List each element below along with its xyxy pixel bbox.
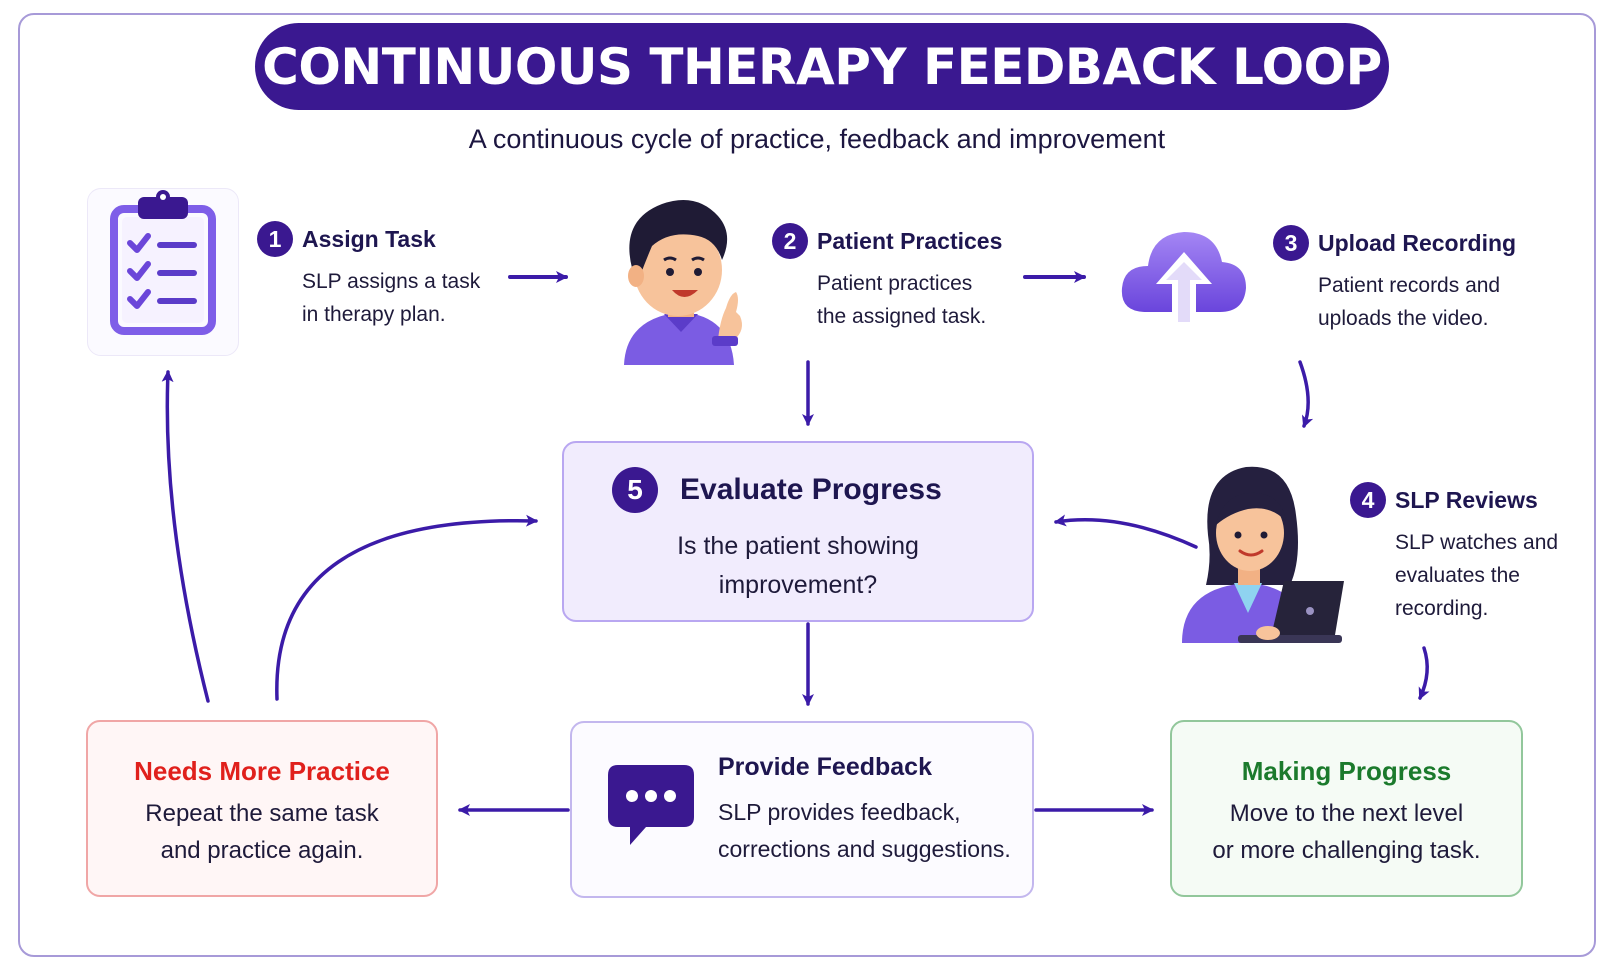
step-2: 2 Patient Practices Patient practices th… <box>772 223 1002 333</box>
arrow-review-to-evaluate <box>1054 514 1198 549</box>
step-3: 3 Upload Recording Patient records and u… <box>1273 225 1516 335</box>
needs-more-practice-box: Needs More Practice Repeat the same task… <box>86 720 438 897</box>
needs-more-practice-title: Needs More Practice <box>134 756 390 786</box>
step-title: SLP Reviews <box>1395 486 1538 513</box>
page-subtitle: A continuous cycle of practice, feedback… <box>468 124 1166 154</box>
step-desc-line: the assigned task. <box>817 305 987 328</box>
step-title: Upload Recording <box>1318 229 1517 256</box>
needs-more-practice-desc-line: and practice again. <box>160 837 364 864</box>
step-title: Evaluate Progress <box>680 473 942 506</box>
clipboard-checklist-icon <box>87 188 239 356</box>
arrow-review-to-making <box>1418 646 1430 700</box>
making-progress-desc-line: Move to the next level <box>1229 800 1464 827</box>
step-desc-line: uploads the video. <box>1318 307 1489 330</box>
provide-feedback-box: Provide Feedback SLP provides feedback, … <box>570 721 1034 898</box>
feedback-title: Provide Feedback <box>718 753 932 781</box>
step-title: Patient Practices <box>817 227 1003 254</box>
step-number-badge: 5 <box>612 467 658 513</box>
feedback-desc-line: corrections and suggestions. <box>718 836 1011 862</box>
evaluate-progress-box: 5 Evaluate Progress Is the patient showi… <box>562 441 1034 622</box>
step-desc-line: Is the patient showing <box>677 532 919 560</box>
step-number-badge: 2 <box>772 223 808 259</box>
patient-avatar <box>606 190 756 370</box>
step-number-badge: 1 <box>257 221 293 257</box>
chat-bubble-icon <box>606 763 696 849</box>
step-desc-line: improvement? <box>718 571 878 599</box>
step-desc-line: SLP assigns a task <box>302 270 481 293</box>
step-title: Assign Task <box>302 225 436 252</box>
title-banner: CONTINUOUS THERAPY FEEDBACK LOOP <box>255 23 1389 110</box>
step-desc-line: Patient records and <box>1318 274 1501 297</box>
arrow-upload-to-review <box>1298 360 1314 428</box>
making-progress-title: Making Progress <box>1241 756 1452 786</box>
page-title: CONTINUOUS THERAPY FEEDBACK LOOP <box>262 37 1382 96</box>
step-desc-line: SLP watches and <box>1395 531 1559 554</box>
feedback-desc-line: SLP provides feedback, <box>718 799 961 825</box>
step-number-badge: 3 <box>1273 225 1309 261</box>
step-number-badge: 4 <box>1350 482 1386 518</box>
step-desc-line: recording. <box>1395 597 1489 620</box>
making-progress-box: Making Progress Move to the next level o… <box>1170 720 1523 897</box>
step-1: 1 Assign Task SLP assigns a task in ther… <box>257 221 480 331</box>
arrow-needs-to-assign <box>161 370 210 703</box>
making-progress-desc-line: or more challenging task. <box>1212 837 1481 864</box>
step-desc-line: Patient practices <box>817 272 973 295</box>
diagram-frame <box>18 13 1596 957</box>
step-desc-line: in therapy plan. <box>302 303 446 326</box>
step-desc-line: evaluates the <box>1395 564 1520 587</box>
step-4: 4 SLP Reviews SLP watches and evaluates … <box>1350 482 1558 625</box>
needs-more-practice-desc-line: Repeat the same task <box>145 800 379 827</box>
cloud-upload-icon <box>1118 218 1250 338</box>
slp-laptop-avatar <box>1178 455 1348 645</box>
arrow-needs-to-evaluate <box>275 514 538 701</box>
